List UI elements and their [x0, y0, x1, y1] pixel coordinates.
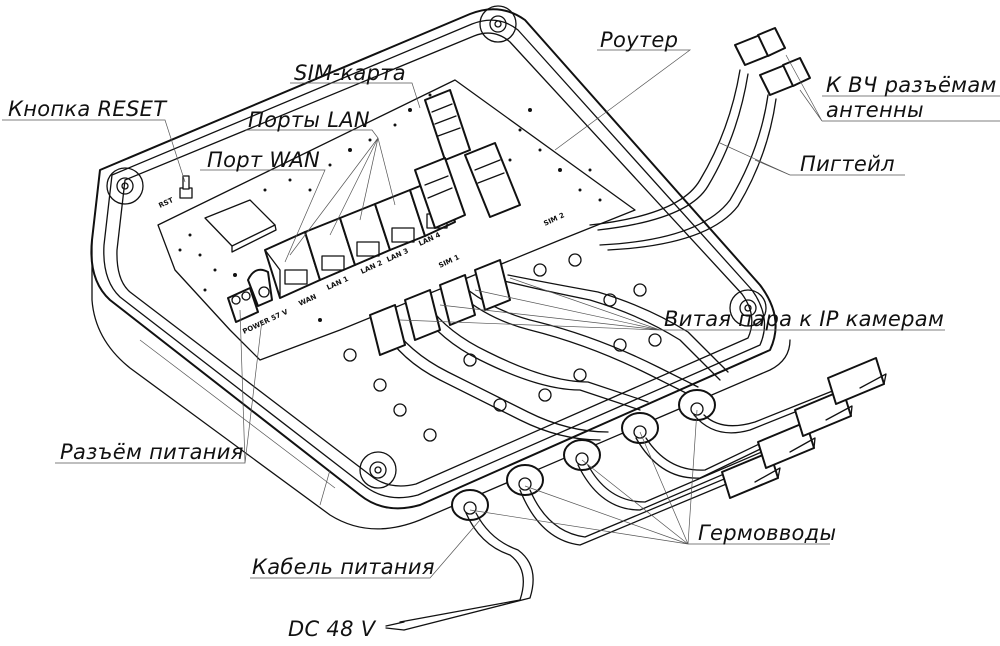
label-router: Роутер [600, 28, 678, 52]
reset-button [179, 175, 193, 199]
rf-connector-2 [759, 57, 811, 96]
label-twisted-pair: Витая пара к IP камерам [664, 307, 944, 331]
label-cable-glands: Гермовводы [698, 521, 836, 545]
label-power-cable: Кабель питания [252, 555, 435, 579]
internal-patch-cables [369, 259, 729, 441]
gland-1 [506, 464, 544, 496]
pcb-components [178, 93, 602, 322]
label-power-connector: Разъём питания [60, 440, 244, 464]
enclosure-housing [90, 5, 791, 530]
label-sim-card: SIM-карта [294, 61, 406, 85]
callout-labels: Кнопка RESET SIM-карта Порты LAN Порт WA… [8, 28, 997, 641]
rj45-plug-4 [827, 357, 887, 405]
label-reset-button: Кнопка RESET [8, 97, 168, 121]
standoffs [343, 253, 662, 442]
corner-boss-br [729, 289, 767, 327]
pigtail-cables [589, 27, 811, 251]
label-lan-ports: Порты LAN [248, 108, 370, 132]
rf-connector-1 [734, 27, 786, 66]
label-rf-connectors-1: К ВЧ разъёмам [826, 73, 997, 97]
label-rf-connectors-2: антенны [826, 98, 924, 122]
external-cables [385, 357, 887, 631]
corner-boss-tl [106, 167, 144, 205]
rj45-plug-2 [757, 421, 816, 469]
label-wan-port: Порт WAN [207, 148, 320, 172]
gland-3 [621, 412, 659, 444]
cable-glands [451, 389, 716, 521]
label-dc-voltage: DC 48 V [288, 617, 377, 641]
silk-rst: RST [157, 196, 174, 210]
leader-lines [2, 49, 1000, 579]
label-pigtail: Пигтейл [800, 152, 895, 176]
gland-power [451, 489, 489, 521]
corner-boss-tr [479, 5, 517, 43]
sim-holder-2 [464, 142, 521, 218]
sim-holders: SIM 1 SIM 2 [414, 89, 566, 270]
gland-4 [678, 389, 716, 421]
corner-boss-bl [359, 451, 397, 489]
sim-holder-1 [414, 89, 471, 229]
gland-2 [563, 439, 601, 471]
